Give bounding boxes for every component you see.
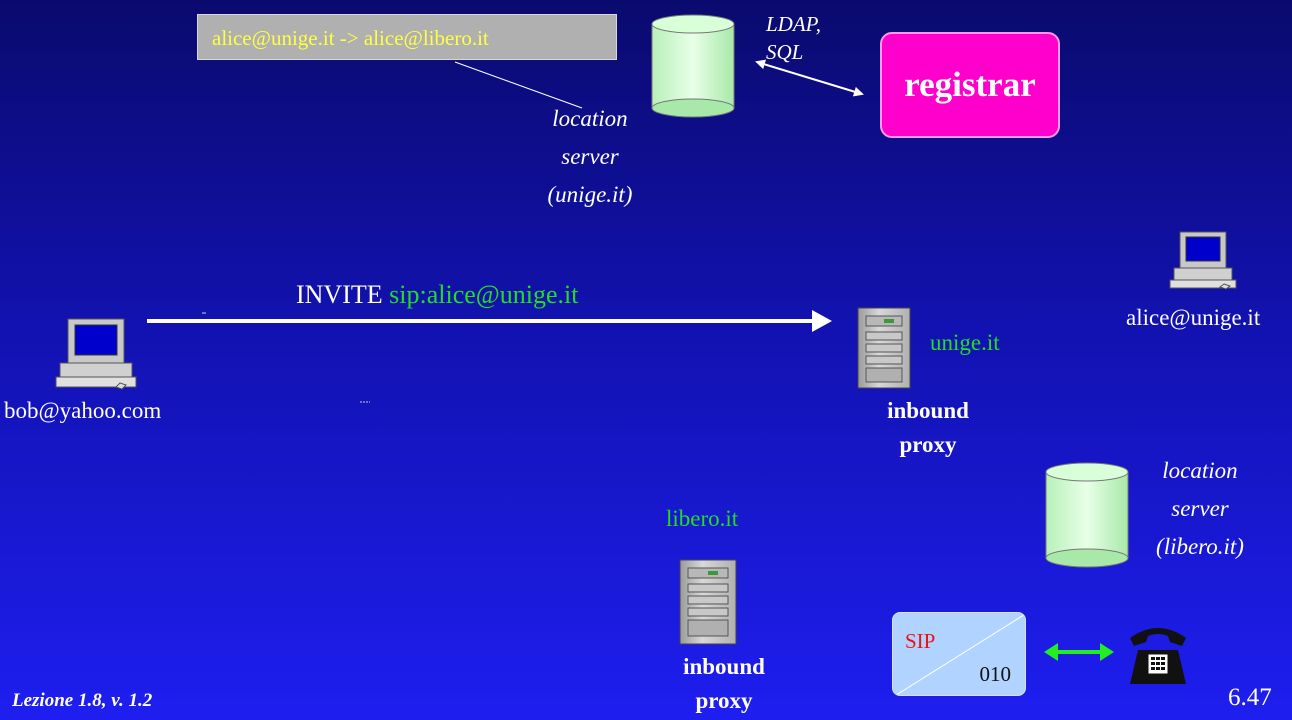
caller-label: bob@yahoo.com <box>4 398 162 423</box>
proxy-libero-line1: inbound <box>683 654 765 679</box>
sip-gateway-card: SIP 010 <box>892 612 1026 696</box>
location-server-unige-label: location server (unige.it) <box>520 100 660 214</box>
proxy-libero-domain: libero.it <box>666 506 739 531</box>
location-server-libero-icon <box>1045 462 1129 568</box>
proxy-unige-label: inbound proxy <box>858 394 998 462</box>
mapping-connector <box>454 61 583 109</box>
location-server-unige-line2: server <box>561 144 619 169</box>
location-registrar-arrow <box>755 59 864 97</box>
slide-number: 6.47 <box>1228 684 1272 711</box>
proxy-unige-line1: inbound <box>887 398 969 423</box>
lecture-footer: Lezione 1.8, v. 1.2 <box>12 690 153 711</box>
unige-proxy-server-icon <box>857 307 911 389</box>
location-server-unige-line1: location <box>552 106 628 131</box>
invite-uri: sip:alice@unige.it <box>389 280 579 309</box>
location-mapping-box: alice@unige.it -> alice@libero.it <box>197 14 617 60</box>
invite-method: INVITE <box>296 280 383 309</box>
location-server-unige-icon <box>651 14 735 118</box>
proxy-unige-domain: unige.it <box>930 330 1000 355</box>
location-server-libero-line3: (libero.it) <box>1156 534 1244 559</box>
location-server-libero-line1: location <box>1162 458 1238 483</box>
proxy-unige-line2: proxy <box>899 432 957 457</box>
protocol-label: LDAP, SQL <box>766 12 822 64</box>
gateway-phone-arrow <box>1044 643 1114 661</box>
gateway-sip-label: SIP <box>905 629 936 653</box>
gateway-diagonal <box>895 613 1025 695</box>
proxy-libero-line2: proxy <box>695 688 753 713</box>
location-server-libero-label: location server (libero.it) <box>1130 452 1270 566</box>
libero-proxy-server-icon <box>679 559 737 645</box>
proxy-libero-label: inbound proxy <box>654 650 794 718</box>
invite-label: INVITE sip:alice@unige.it <box>296 280 578 310</box>
location-server-libero-line2: server <box>1171 496 1229 521</box>
location-server-unige-line3: (unige.it) <box>547 182 633 207</box>
location-mapping-text: alice@unige.it -> alice@libero.it <box>212 26 489 50</box>
telephone-icon <box>1130 628 1186 684</box>
alice-computer-icon <box>1169 231 1237 290</box>
registrar-box: registrar <box>880 32 1060 138</box>
gateway-number: 010 <box>979 662 1012 686</box>
invite-arrow-head <box>812 310 832 332</box>
registrar-label: registrar <box>904 65 1036 104</box>
callee-label: alice@unige.it <box>1126 305 1261 330</box>
bob-computer-icon <box>55 318 137 390</box>
